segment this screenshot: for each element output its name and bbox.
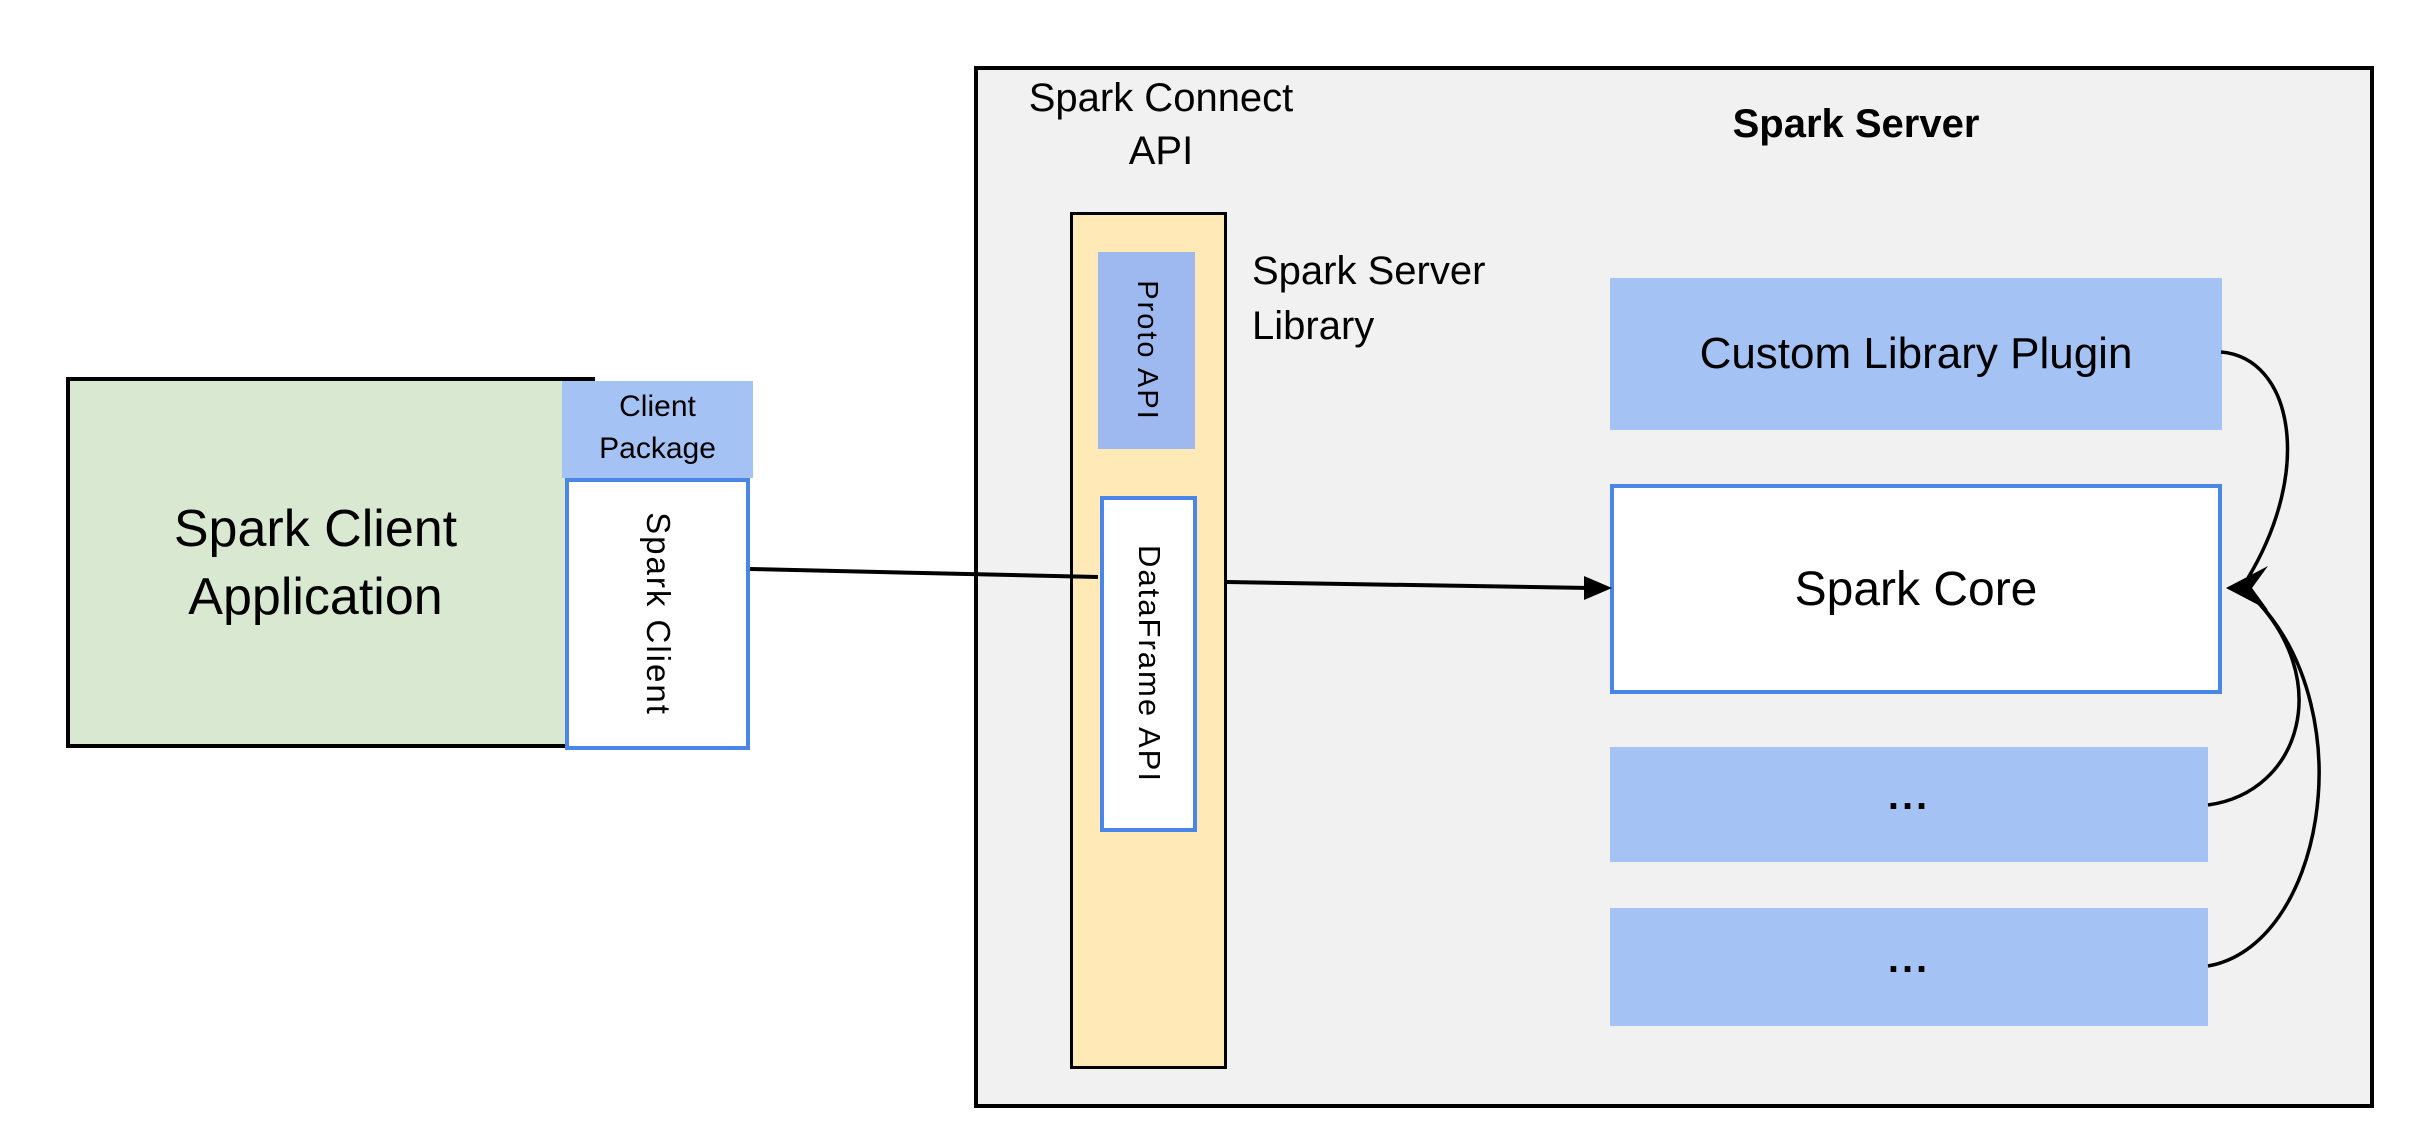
spark-client-label: Spark Client [639, 512, 677, 716]
dataframe-api-label: DataFrame API [1131, 545, 1167, 783]
spark-server-title: Spark Server [1732, 102, 1980, 146]
spark-core-box: Spark Core [1610, 484, 2222, 694]
spark-core-label: Spark Core [1794, 562, 2038, 616]
spark-client-box: Spark Client [565, 478, 750, 750]
dataframe-api-box: DataFrame API [1100, 496, 1197, 832]
spark-server-library-label: Spark Server Library [1252, 244, 1672, 354]
module-box-2-label: ... [1887, 936, 1931, 981]
client-package-label-line1: Client [619, 390, 696, 423]
custom-library-plugin-box: Custom Library Plugin [1610, 278, 2222, 430]
spark-client-application-box: Spark Client Application [66, 377, 595, 748]
spark-server-library-label-line1: Spark Server [1252, 249, 1486, 293]
spark-server-library-label-line2: Library [1252, 304, 1375, 348]
module-box-1: ... [1610, 747, 2208, 862]
spark-connect-api-title-line1: Spark Connect [1028, 76, 1294, 120]
spark-connect-api-title-line2: API [1128, 129, 1194, 173]
proto-api-label: Proto API [1131, 280, 1164, 421]
spark-client-application-label-line1: Spark Client [173, 499, 458, 558]
custom-library-plugin-label: Custom Library Plugin [1699, 329, 2133, 378]
client-package-label-line2: Package [599, 432, 716, 465]
spark-client-application-label-line2: Application [188, 567, 443, 626]
spark-connect-api-title: Spark Connect API [951, 72, 1371, 178]
client-package-box: Client Package [562, 381, 753, 478]
module-box-1-label: ... [1887, 774, 1931, 818]
module-box-2: ... [1610, 908, 2208, 1026]
proto-api-box: Proto API [1098, 252, 1195, 449]
